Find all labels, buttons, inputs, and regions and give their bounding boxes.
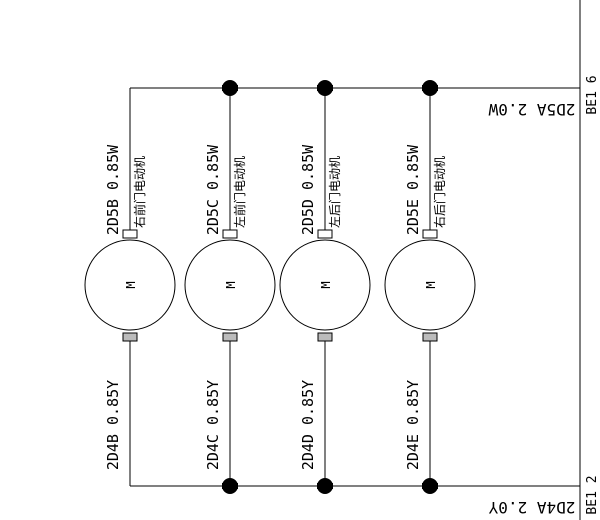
motor-symbol — [279, 239, 371, 331]
right-top-label: BE1 6 — [585, 75, 600, 114]
motor-symbol — [84, 239, 176, 331]
motor-m-label: M — [319, 281, 333, 288]
junction-bar — [422, 85, 438, 91]
motor-group: M 2D5B 0.85W 右前门电动机 2D4B 0.85Y M 2D5C 0.85W 左前… — [84, 80, 476, 494]
connector-top — [222, 229, 238, 239]
motor-top-wire-label: 2D5E 0.85W — [404, 144, 422, 235]
motor-m-label: M — [224, 281, 238, 288]
motor-name-label: 右前门电动机 — [132, 156, 147, 228]
motor-bottom-wire-label: 2D4C 0.85Y — [204, 380, 222, 470]
motor-top-wire-label: 2D5D 0.85W — [299, 144, 317, 235]
connector-bottom — [122, 332, 138, 342]
junction-bar — [317, 483, 333, 489]
motor-bottom-wire-label: 2D4E 0.85Y — [404, 380, 422, 470]
motor-bottom-wire-label: 2D4B 0.85Y — [104, 380, 122, 470]
motor-m-label: M — [124, 281, 138, 288]
motor-name-label: 左前门电动机 — [232, 156, 247, 228]
right-bottom-label: BE1 2 — [585, 475, 600, 514]
top-bus-label: 2D5A 2.0W — [488, 100, 575, 119]
motor-bottom-wire-label: 2D4D 0.85Y — [299, 380, 317, 470]
connector-top — [122, 229, 138, 239]
junction-bar — [222, 85, 238, 91]
junction-bar — [222, 483, 238, 489]
junction-bar — [422, 483, 438, 489]
connector-top — [422, 229, 438, 239]
motor-symbol — [384, 239, 476, 331]
connector-bottom — [317, 332, 333, 342]
connector-bottom — [422, 332, 438, 342]
connector-top — [317, 229, 333, 239]
motor-top-wire-label: 2D5C 0.85W — [204, 144, 222, 235]
motor-m-label: M — [424, 281, 438, 288]
motor-top-wire-label: 2D5B 0.85W — [104, 144, 122, 235]
motor-symbol — [184, 239, 276, 331]
bottom-bus-label: 2D4A 2.0Y — [488, 498, 575, 517]
connector-bottom — [222, 332, 238, 342]
motor-name-label: 左后门电动机 — [327, 156, 342, 228]
motor-name-label: 右后门电动机 — [432, 156, 447, 228]
junction-bar — [317, 85, 333, 91]
